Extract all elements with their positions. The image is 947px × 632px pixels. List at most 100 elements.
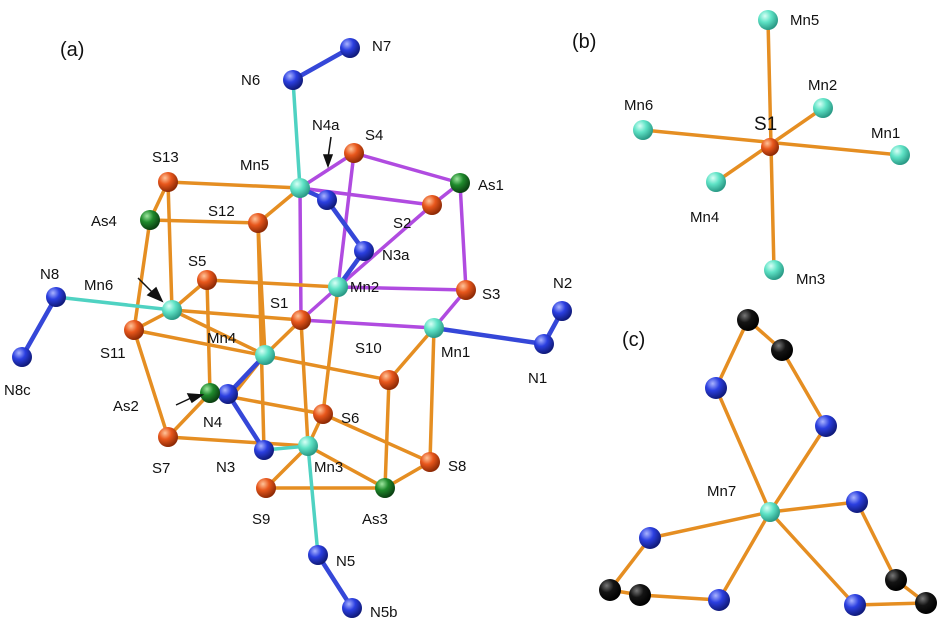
c-atom-n1	[705, 377, 727, 399]
panel-b-s1-environment: (b) Mn5 Mn6 Mn2 S1 Mn1 Mn4 Mn3	[572, 10, 910, 288]
c-atom-mn7	[760, 502, 780, 522]
atom-mn3	[298, 436, 318, 456]
b-atom-mn3	[764, 260, 784, 280]
b-label-mn3: Mn3	[796, 271, 825, 288]
label-s2: S2	[393, 215, 411, 232]
c-atom-c1	[737, 309, 759, 331]
label-mn3: Mn3	[314, 459, 343, 476]
label-s12: S12	[208, 203, 235, 220]
label-n3: N3	[216, 459, 235, 476]
c-atom-c5	[885, 569, 907, 591]
label-n6: N6	[241, 72, 260, 89]
atom-s7	[158, 427, 178, 447]
label-n2: N2	[553, 275, 572, 292]
label-mn2: Mn2	[350, 279, 379, 296]
atom-n7	[340, 38, 360, 58]
atom-mn4	[255, 345, 275, 365]
label-s13: S13	[152, 149, 179, 166]
label-as4: As4	[91, 213, 117, 230]
panel-a-bonds	[19, 45, 565, 611]
panel-c-labels: (c) Mn7	[622, 329, 736, 500]
label-s10: S10	[355, 340, 382, 357]
atom-s6	[313, 404, 333, 424]
label-as2: As2	[113, 398, 139, 415]
atom-n8	[46, 287, 66, 307]
panel-a-atoms	[12, 38, 572, 618]
atom-s11	[124, 320, 144, 340]
atom-s5	[197, 270, 217, 290]
label-as1: As1	[478, 177, 504, 194]
atom-n3	[254, 440, 274, 460]
label-mn4: Mn4	[207, 330, 236, 347]
label-as3: As3	[362, 511, 388, 528]
atom-n5	[308, 545, 328, 565]
label-s7: S7	[152, 460, 170, 477]
label-s9: S9	[252, 511, 270, 528]
atom-mn2	[328, 277, 348, 297]
label-n3a: N3a	[382, 247, 410, 264]
panel-label-b: (b)	[572, 31, 596, 53]
b-label-mn6: Mn6	[624, 97, 653, 114]
atom-s12	[248, 213, 268, 233]
label-n7: N7	[372, 38, 391, 55]
label-mn6: Mn6	[84, 277, 113, 294]
c-atom-c3	[599, 579, 621, 601]
atom-n5b	[342, 598, 362, 618]
label-s1: S1	[270, 295, 288, 312]
panel-a-labels: (a) N7 N6 N4a S4 S13 Mn5 As1 As4 S12 S2 …	[4, 38, 572, 621]
b-atom-mn4	[706, 172, 726, 192]
panel-a-cluster: (a) N7 N6 N4a S4 S13 Mn5 As1 As4 S12 S2 …	[4, 38, 572, 621]
c-atom-n2	[815, 415, 837, 437]
b-label-mn1: Mn1	[871, 125, 900, 142]
atom-n2	[552, 301, 572, 321]
label-n4: N4	[203, 414, 222, 431]
panel-label-c: (c)	[622, 329, 645, 351]
panel-label-a: (a)	[60, 39, 84, 61]
atom-n4	[218, 384, 238, 404]
label-n4a: N4a	[312, 117, 340, 134]
atom-s10	[379, 370, 399, 390]
atom-s3	[456, 280, 476, 300]
b-label-s1: S1	[754, 114, 777, 135]
c-atom-c2	[771, 339, 793, 361]
b-label-mn4: Mn4	[690, 209, 719, 226]
atom-mn5	[290, 178, 310, 198]
b-atom-mn1	[890, 145, 910, 165]
atom-as4	[140, 210, 160, 230]
label-n5: N5	[336, 553, 355, 570]
c-atom-n3	[639, 527, 661, 549]
label-n1: N1	[528, 370, 547, 387]
atom-n8c	[12, 347, 32, 367]
b-atom-mn6	[633, 120, 653, 140]
atom-s1	[291, 310, 311, 330]
atom-n3a	[354, 241, 374, 261]
label-n5b: N5b	[370, 604, 398, 621]
atom-as3	[375, 478, 395, 498]
atom-s9	[256, 478, 276, 498]
panel-a-arrows	[137, 136, 334, 406]
c-atom-n6	[844, 594, 866, 616]
label-s3: S3	[482, 286, 500, 303]
atom-s4	[344, 143, 364, 163]
b-atom-mn5	[758, 10, 778, 30]
b-label-mn2: Mn2	[808, 77, 837, 94]
atom-n4a	[317, 190, 337, 210]
label-s11: S11	[100, 345, 126, 362]
label-mn1: Mn1	[441, 344, 470, 361]
panel-c-atoms	[599, 309, 937, 616]
atom-as2	[200, 383, 220, 403]
b-label-mn5: Mn5	[790, 12, 819, 29]
c-atom-c6	[915, 592, 937, 614]
atom-s8	[420, 452, 440, 472]
label-s4: S4	[365, 127, 383, 144]
b-atom-s1	[761, 138, 779, 156]
label-mn5: Mn5	[240, 157, 269, 174]
c-atom-c4	[629, 584, 651, 606]
panel-c-bonds	[608, 318, 928, 607]
panel-b-labels: (b) Mn5 Mn6 Mn2 S1 Mn1 Mn4 Mn3	[572, 12, 900, 288]
atom-n1	[534, 334, 554, 354]
atom-s2	[422, 195, 442, 215]
c-atom-n5	[846, 491, 868, 513]
c-atom-n4	[708, 589, 730, 611]
